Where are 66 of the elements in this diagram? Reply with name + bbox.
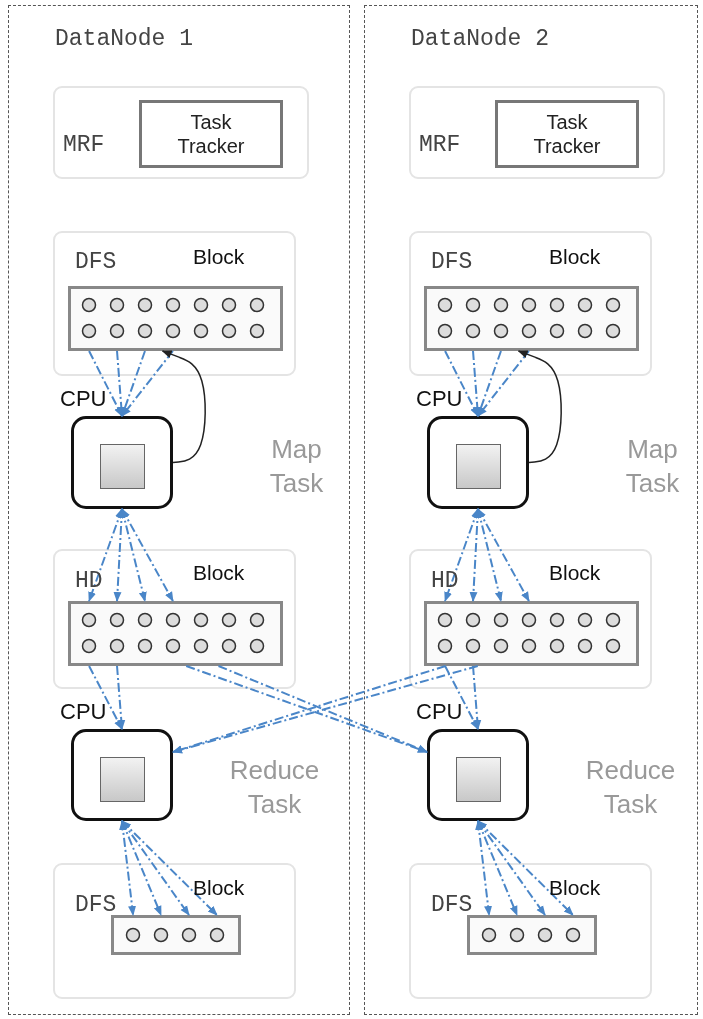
dash-dot-arrow bbox=[121, 820, 190, 916]
dash-dot-arrow bbox=[444, 665, 479, 730]
storage-label: DFS bbox=[431, 892, 473, 918]
block-label: Block bbox=[193, 876, 245, 900]
storage-label: DFS bbox=[431, 249, 473, 275]
storage-label: HD bbox=[75, 568, 103, 594]
dash-dot-arrow bbox=[444, 350, 479, 417]
dash-dot-arrow bbox=[444, 508, 479, 602]
block-array bbox=[424, 601, 639, 666]
datanode-container bbox=[8, 5, 350, 1015]
dash-dot-arrow bbox=[472, 665, 482, 730]
block-array bbox=[467, 915, 597, 955]
task-label: Reduce Task bbox=[584, 754, 677, 821]
dash-dot-arrow bbox=[120, 508, 147, 602]
datanode-container bbox=[364, 5, 698, 1015]
cpu-label: CPU bbox=[60, 386, 107, 412]
dash-dot-arrow bbox=[88, 665, 123, 730]
cpu-label: CPU bbox=[60, 699, 107, 725]
dash-dot-arrow bbox=[116, 665, 126, 730]
block-array bbox=[111, 915, 241, 955]
block-label: Block bbox=[549, 245, 601, 269]
dash-dot-arrow bbox=[88, 508, 123, 602]
dash-dot-arrow bbox=[476, 508, 503, 602]
dash-dot-arrow bbox=[121, 508, 174, 602]
storage-panel bbox=[409, 231, 652, 376]
task-tracker-box: Task Tracker bbox=[139, 100, 283, 168]
dash-dot-arrow bbox=[475, 820, 492, 916]
block-label: Block bbox=[193, 561, 245, 585]
feedback-arrow bbox=[517, 350, 562, 464]
task-label: Map Task bbox=[268, 433, 325, 500]
block-label: Block bbox=[193, 245, 245, 269]
block-array bbox=[68, 286, 283, 351]
dash-dot-arrow bbox=[121, 350, 174, 417]
task-label: Reduce Task bbox=[228, 754, 321, 821]
task-label: Map Task bbox=[624, 433, 681, 500]
storage-panel bbox=[409, 549, 652, 689]
dash-dot-arrow bbox=[121, 350, 146, 417]
block-array bbox=[424, 286, 639, 351]
cpu-label: CPU bbox=[416, 699, 463, 725]
storage-label: HD bbox=[431, 568, 459, 594]
feedback-arrow bbox=[161, 350, 206, 464]
block-array bbox=[68, 601, 283, 666]
storage-panel bbox=[53, 863, 296, 999]
storage-panel bbox=[409, 863, 652, 999]
task-tracker-box: Task Tracker bbox=[495, 100, 639, 168]
dash-dot-arrow bbox=[88, 350, 123, 417]
node-title: DataNode 1 bbox=[55, 26, 194, 52]
dash-dot-arrow bbox=[477, 508, 530, 602]
storage-label: DFS bbox=[75, 249, 117, 275]
dash-dot-arrow bbox=[477, 350, 502, 417]
dash-dot-arrow bbox=[121, 820, 218, 916]
node-title: DataNode 2 bbox=[411, 26, 550, 52]
storage-panel bbox=[53, 549, 296, 689]
framework-label: MRF bbox=[419, 132, 461, 158]
storage-label: DFS bbox=[75, 892, 117, 918]
cpu-label: CPU bbox=[416, 386, 463, 412]
dash-dot-arrow bbox=[477, 820, 546, 916]
dash-dot-arrow bbox=[477, 820, 574, 916]
storage-panel bbox=[53, 231, 296, 376]
dash-dot-arrow bbox=[477, 350, 530, 417]
block-label: Block bbox=[549, 876, 601, 900]
framework-panel bbox=[409, 86, 665, 179]
framework-label: MRF bbox=[63, 132, 105, 158]
dash-dot-arrow bbox=[119, 820, 136, 916]
block-label: Block bbox=[549, 561, 601, 585]
framework-panel bbox=[53, 86, 309, 179]
